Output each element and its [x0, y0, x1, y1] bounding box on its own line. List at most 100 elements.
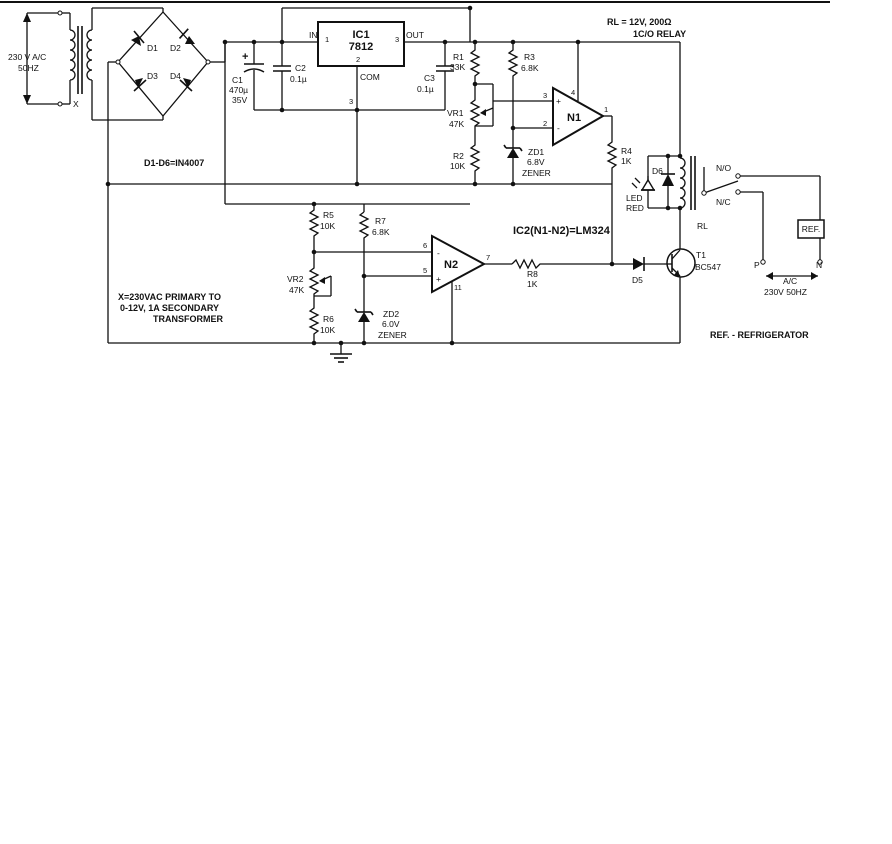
svg-text:D2: D2 [170, 43, 181, 53]
resistor-r4: R4 1K [606, 136, 632, 263]
svg-text:BC547: BC547 [695, 262, 721, 272]
svg-text:33K: 33K [450, 62, 465, 72]
svg-text:R3: R3 [524, 52, 535, 62]
svg-text:D4: D4 [170, 71, 181, 81]
svg-text:ZD1: ZD1 [528, 147, 544, 157]
svg-text:0.1µ: 0.1µ [290, 74, 307, 84]
svg-text:C1: C1 [232, 75, 243, 85]
svg-text:3: 3 [543, 91, 547, 100]
svg-text:6.8K: 6.8K [372, 227, 390, 237]
svg-text:4: 4 [571, 88, 575, 97]
svg-text:2: 2 [543, 119, 547, 128]
led-red: LED RED [626, 176, 656, 213]
svg-text:11: 11 [454, 283, 462, 292]
svg-text:-: - [437, 248, 440, 258]
potentiometer-vr2: VR2 47K [287, 254, 332, 304]
svg-text:+: + [242, 51, 248, 63]
svg-text:0.1µ: 0.1µ [417, 84, 434, 94]
svg-text:+: + [556, 96, 561, 106]
svg-text:1: 1 [325, 35, 329, 44]
resistor-r1: R1 33K [450, 42, 481, 84]
resistor-r2: R2 10K [450, 140, 481, 184]
svg-text:3: 3 [395, 35, 399, 44]
transformer-note-line3: TRANSFORMER [153, 314, 223, 324]
svg-text:6: 6 [423, 241, 427, 250]
svg-text:D6: D6 [652, 166, 663, 176]
svg-text:REF.: REF. [802, 224, 820, 234]
svg-text:ZD2: ZD2 [383, 309, 399, 319]
zener-zd2: ZD2 6.0V ZENER [354, 276, 407, 343]
svg-text:1K: 1K [527, 279, 538, 289]
svg-text:2: 2 [356, 55, 360, 64]
svg-text:+: + [436, 274, 441, 284]
regulator-ic1: IC1 7812 1 3 2 IN OUT COM 3 [309, 21, 424, 184]
svg-text:-: - [557, 123, 560, 133]
svg-text:ZENER: ZENER [522, 168, 551, 178]
resistor-r6: R6 10K [308, 304, 335, 343]
transformer-note-line1: X=230VAC PRIMARY TO [118, 292, 221, 302]
svg-text:10K: 10K [320, 221, 335, 231]
svg-text:N/C: N/C [716, 197, 731, 207]
diode-d4: D4 [170, 71, 193, 92]
svg-text:10K: 10K [450, 161, 465, 171]
svg-text:10K: 10K [320, 325, 335, 335]
ac-input: 230 V A/C 50HZ [8, 10, 63, 107]
svg-text:R8: R8 [527, 269, 538, 279]
opamp-n2: N2 - + 6 5 7 11 [423, 234, 512, 343]
resistor-r7: R7 6.8K [358, 204, 432, 277]
svg-text:IN: IN [309, 30, 318, 40]
diode-d1: D1 [131, 30, 158, 53]
diode-note: D1-D6=IN4007 [144, 158, 204, 168]
transistor-t1: T1 BC547 [664, 248, 721, 343]
diode-d3: D3 [133, 71, 158, 92]
relay-type: 1C/O RELAY [633, 29, 686, 39]
zener-zd1: ZD1 6.8V ZENER [503, 128, 551, 184]
svg-text:N2: N2 [444, 259, 458, 271]
svg-text:P: P [754, 260, 760, 270]
diode-d5: D5 [612, 257, 664, 285]
relay-rl: RL = 12V, 200Ω 1C/O RELAY RL N/O N/C [607, 17, 821, 262]
capacitor-c2: C2 0.1µ [273, 42, 307, 110]
svg-text:D3: D3 [147, 71, 158, 81]
svg-text:N1: N1 [567, 112, 581, 124]
svg-text:6.8K: 6.8K [521, 63, 539, 73]
diode-d6: D6 [652, 156, 675, 208]
svg-text:R7: R7 [375, 216, 386, 226]
transformer-label: X [73, 99, 79, 109]
ac-supply-frequency: 50HZ [18, 63, 39, 73]
svg-text:D1: D1 [147, 43, 158, 53]
diode-d2: D2 [170, 28, 195, 53]
relay-spec: RL = 12V, 200Ω [607, 17, 672, 27]
svg-text:N: N [816, 260, 822, 270]
potentiometer-vr1: VR1 47K [447, 83, 553, 140]
resistor-r5: R5 10K [308, 204, 432, 254]
svg-text:RL: RL [697, 221, 708, 231]
refrigerator-legend: REF. - REFRIGERATOR [710, 330, 809, 340]
svg-text:D5: D5 [632, 275, 643, 285]
capacitor-c1: + C1 470µ 35V [229, 42, 265, 110]
resistor-r3: R3 6.8K [507, 42, 553, 129]
svg-text:1K: 1K [621, 156, 632, 166]
regulator-part: 7812 [349, 41, 373, 53]
svg-text:35V: 35V [232, 95, 247, 105]
svg-text:3: 3 [349, 97, 353, 106]
svg-text:47K: 47K [289, 285, 304, 295]
svg-text:C3: C3 [424, 73, 435, 83]
svg-text:R2: R2 [453, 151, 464, 161]
resistor-r8: R8 1K [511, 258, 612, 289]
svg-text:R5: R5 [323, 210, 334, 220]
svg-text:N/O: N/O [716, 163, 732, 173]
transformer-x: X [62, 8, 93, 120]
svg-text:6.8V: 6.8V [527, 157, 545, 167]
supply-rails [107, 7, 680, 344]
svg-text:R1: R1 [453, 52, 464, 62]
svg-text:VR1: VR1 [447, 108, 464, 118]
svg-text:VR2: VR2 [287, 274, 304, 284]
svg-text:A/C: A/C [783, 276, 797, 286]
svg-text:T1: T1 [696, 250, 706, 260]
svg-text:6.0V: 6.0V [382, 319, 400, 329]
svg-text:LED: LED [626, 193, 643, 203]
svg-text:RED: RED [626, 203, 644, 213]
transformer-note-line2: 0-12V, 1A SECONDARY [120, 303, 219, 313]
